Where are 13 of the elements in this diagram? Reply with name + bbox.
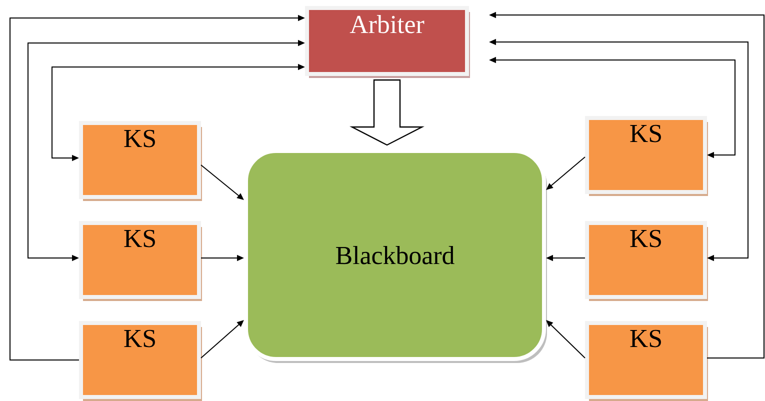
- arrow: [546, 320, 586, 358]
- ks-box: KS: [79, 221, 202, 301]
- arrow: [546, 156, 586, 190]
- arbiter-box: Arbiter: [305, 6, 470, 78]
- block-arrow: [350, 79, 424, 146]
- arrow: [200, 164, 244, 200]
- arrow: [200, 320, 244, 358]
- ks-box: KS: [79, 321, 202, 401]
- ks-box: KS: [585, 321, 708, 401]
- blackboard-box: Blackboard: [244, 149, 547, 363]
- ks-box: KS: [585, 221, 708, 301]
- ks-box: KS: [79, 121, 202, 201]
- ks-box: KS: [585, 116, 708, 196]
